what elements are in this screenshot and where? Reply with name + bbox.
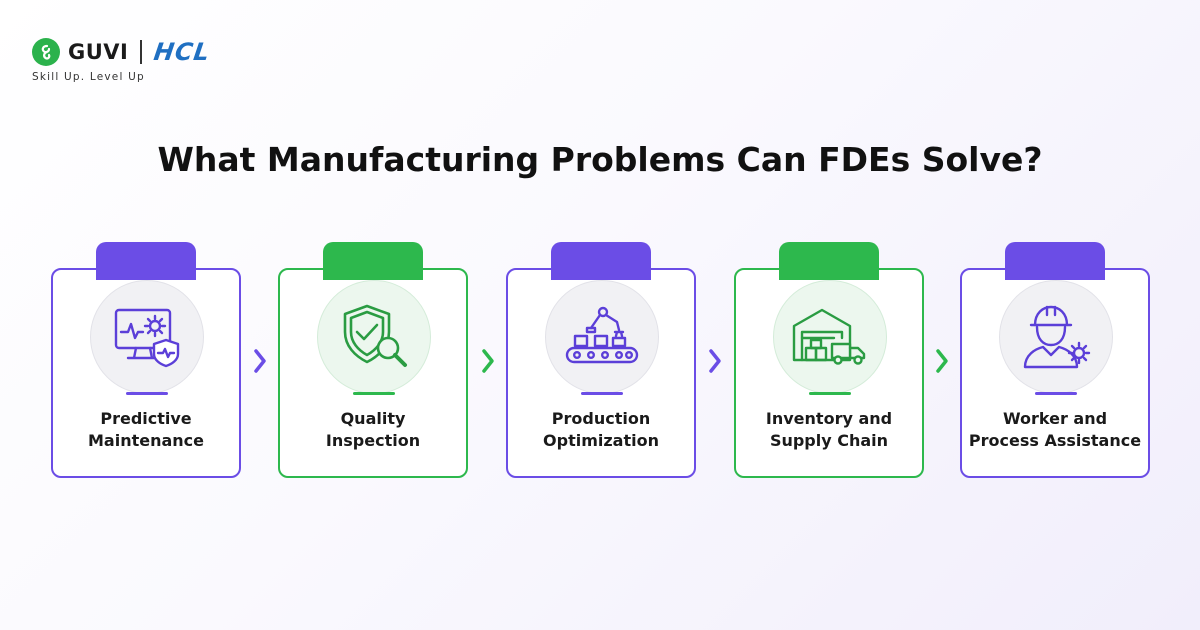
card-tab (96, 242, 196, 280)
icon-circle (999, 280, 1113, 394)
shield-check-magnifier-icon (343, 304, 407, 367)
icon-circle (545, 280, 659, 394)
icon-circle (773, 280, 887, 394)
step-label: Predictive Maintenance (87, 409, 204, 450)
step-card-production-optimization: Production Optimization (506, 242, 696, 478)
card-underline (353, 392, 395, 395)
chevron-right-icon (482, 349, 494, 373)
chevron-right-icon (936, 349, 948, 373)
page-title: What Manufacturing Problems Can FDEs Sol… (157, 140, 1043, 179)
icon-circle (90, 280, 204, 394)
card-tab (323, 242, 423, 280)
card-underline (581, 392, 623, 395)
step-label: Worker and Process Assistance (968, 409, 1142, 450)
guvi-logo-icon (32, 38, 60, 66)
hcl-wordmark: HCL (151, 38, 212, 66)
step-label: Inventory and Supply Chain (765, 409, 893, 450)
brand-tagline: Skill Up. Level Up (32, 71, 145, 83)
chevron-right-icon (254, 349, 266, 373)
card-tab (779, 242, 879, 280)
chevron-right-icon (709, 349, 721, 373)
robotic-arm-conveyor-icon (565, 306, 639, 364)
step-card-inventory-supply-chain: Inventory and Supply Chain (734, 242, 924, 478)
icon-circle (317, 280, 431, 394)
step-card-quality-inspection: Quality Inspection (278, 242, 468, 478)
worker-gear-icon (1023, 305, 1091, 369)
card-underline (809, 392, 851, 395)
monitor-gear-shield-icon (114, 308, 180, 368)
card-tab (1005, 242, 1105, 280)
step-card-predictive-maintenance: Predictive Maintenance (51, 242, 241, 478)
card-tab (551, 242, 651, 280)
logo-row: GUVI HCL (32, 38, 212, 66)
guvi-wordmark: GUVI (68, 40, 129, 64)
warehouse-truck-icon (792, 308, 866, 365)
brand-logo: GUVI HCL Skill Up. Level Up (32, 38, 212, 83)
step-card-worker-process-assistance: Worker and Process Assistance (960, 242, 1150, 478)
step-label: Production Optimization (543, 409, 659, 450)
step-label: Quality Inspection (325, 409, 421, 450)
card-underline (126, 392, 168, 395)
card-underline (1035, 392, 1077, 395)
logo-divider (140, 40, 142, 64)
